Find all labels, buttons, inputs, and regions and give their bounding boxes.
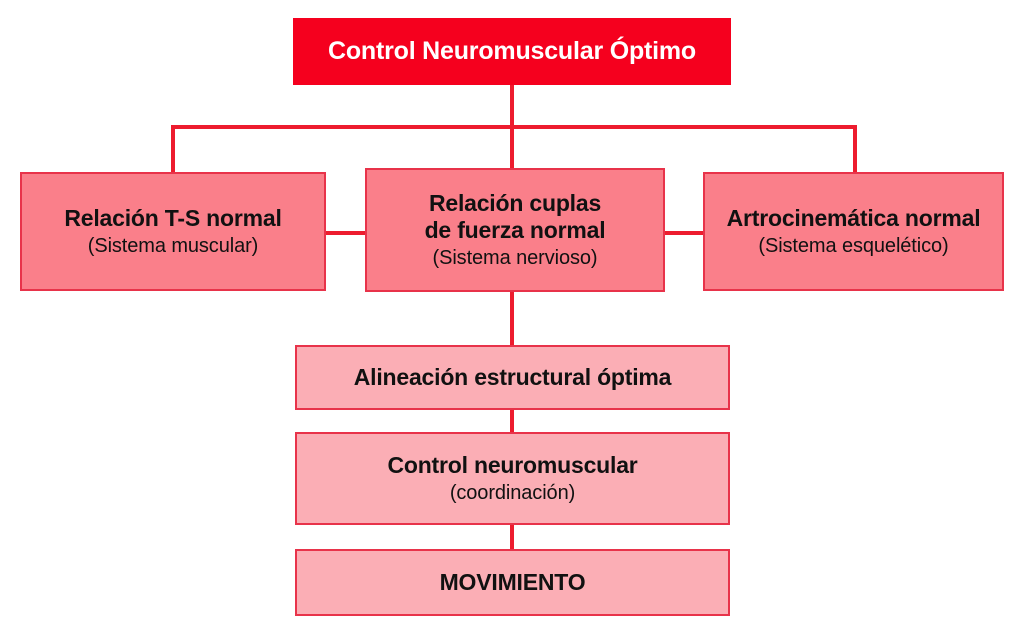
connector-outcome-2-to-3 (510, 523, 514, 551)
node-branch-center-title-line-1: Relación cuplas (428, 190, 602, 217)
node-branch-left-subtitle: (Sistema muscular) (87, 234, 259, 257)
node-outcome-2-title: Control neuromuscular (387, 452, 638, 479)
node-root-title: Control Neuromuscular Óptimo (327, 36, 697, 65)
node-branch-right-title: Artrocinemática normal (726, 205, 981, 232)
node-outcome-alineacion-estructural-optima: Alineación estructural óptima (295, 345, 730, 410)
node-branch-relacion-cuplas-de-fuerza-normal: Relación cuplas de fuerza normal (Sistem… (365, 168, 665, 292)
node-branch-artrocinematica-normal: Artrocinemática normal (Sistema esquelét… (703, 172, 1004, 291)
node-outcome-2-subtitle: (coordinación) (449, 481, 576, 504)
connector-root-to-bus (510, 85, 514, 129)
node-branch-center-subtitle: (Sistema nervioso) (432, 246, 598, 269)
node-branch-left-title: Relación T-S normal (64, 205, 282, 232)
connector-horizontal-bus (171, 125, 857, 129)
node-outcome-movimiento: MOVIMIENTO (295, 549, 730, 616)
connector-bus-to-branch-right (853, 125, 857, 174)
connector-bus-to-branch-center (510, 125, 514, 174)
node-branch-right-subtitle: (Sistema esquelético) (758, 234, 949, 257)
node-outcome-1-title: Alineación estructural óptima (353, 364, 672, 391)
connector-left-to-center (324, 231, 368, 235)
node-root-control-neuromuscular-optimo: Control Neuromuscular Óptimo (293, 18, 731, 85)
node-outcome-3-title: MOVIMIENTO (439, 569, 586, 596)
node-branch-center-title-line-2: de fuerza normal (424, 217, 606, 243)
node-branch-relacion-ts-normal: Relación T-S normal (Sistema muscular) (20, 172, 326, 291)
node-outcome-control-neuromuscular: Control neuromuscular (coordinación) (295, 432, 730, 525)
connector-center-to-outcome-1 (510, 290, 514, 347)
connector-center-to-right (664, 231, 706, 235)
connector-outcome-1-to-2 (510, 408, 514, 434)
connector-bus-to-branch-left (171, 125, 175, 174)
